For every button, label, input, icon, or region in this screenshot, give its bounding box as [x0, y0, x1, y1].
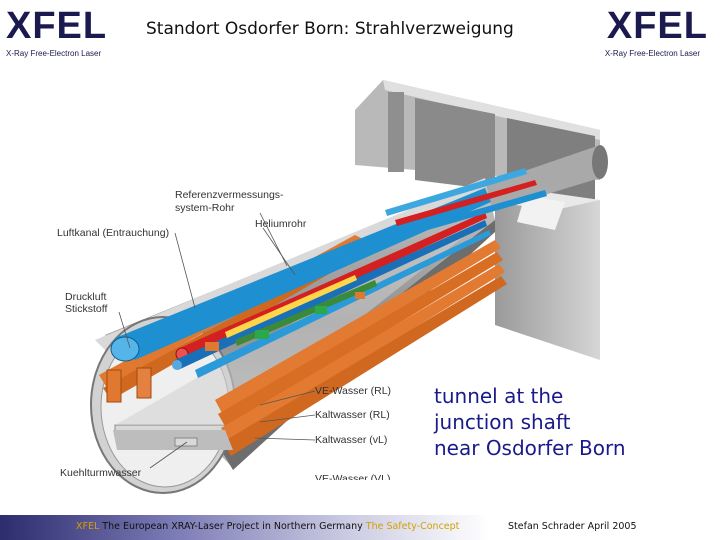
footer: XFEL The European XRAY-Laser Project in … — [0, 515, 720, 540]
label-reference-system-pipe-1: Referenzvermessungs- — [175, 189, 284, 201]
label-ve-water-rl: VE-Wasser (RL) — [315, 385, 391, 397]
label-compressed-air-1: Druckluft — [65, 291, 107, 303]
slide-title: Standort Osdorfer Born: Strahlverzweigun… — [146, 19, 514, 39]
label-compressed-air-2: Stickstoff — [65, 303, 107, 315]
xfel-logo-right-subtitle: X-Ray Free-Electron Laser — [604, 49, 700, 58]
label-reference-system-pipe-2: system-Rohr — [175, 202, 235, 214]
label-cold-water-vl: Kaltwasser (vL) — [315, 434, 387, 446]
leader-lines — [118, 212, 316, 469]
caption-line-2: junction shaft — [434, 410, 571, 434]
xfel-logo-right: XFEL — [606, 5, 708, 47]
footer-project: The European XRAY-Laser Project in North… — [99, 521, 366, 532]
tunnel-floor — [113, 430, 233, 450]
footer-safety-concept: The Safety-Concept — [365, 521, 460, 532]
xfel-logo-left-subtitle: X-Ray Free-Electron Laser — [6, 49, 102, 58]
junction-shaft-building — [355, 80, 600, 360]
label-ve-water-vl: VE-Wasser (VL) — [315, 473, 390, 485]
cable-trays-right — [215, 240, 507, 456]
label-cold-water-rl: Kaltwasser (RL) — [315, 409, 390, 421]
tunnel-junction-diagram: Referenzvermessungs- system-Rohr Heliumr… — [57, 80, 608, 494]
footer-gradient-bar — [0, 515, 490, 540]
ventilation-duct — [110, 188, 491, 362]
label-air-duct: Luftkanal (Entrauchung) — [57, 227, 169, 239]
upper-beamline-pipes — [385, 168, 547, 236]
label-cooling-tower-water: Kuehlturmwasser — [60, 467, 142, 479]
tunnel-caption: tunnel at the junction shaft near Osdorf… — [434, 383, 714, 461]
caption-line-3: near Osdorfer Born — [434, 436, 626, 460]
label-helium-pipe: Heliumrohr — [255, 218, 307, 230]
caption-line-1: tunnel at the — [434, 384, 564, 408]
footer-project-text: XFEL The European XRAY-Laser Project in … — [76, 521, 459, 532]
beamline-equipment — [205, 275, 377, 351]
xfel-logo-left: XFEL — [6, 5, 108, 47]
footer-xfel: XFEL — [76, 521, 100, 532]
footer-author-date: Stefan Schrader April 2005 — [508, 521, 637, 532]
